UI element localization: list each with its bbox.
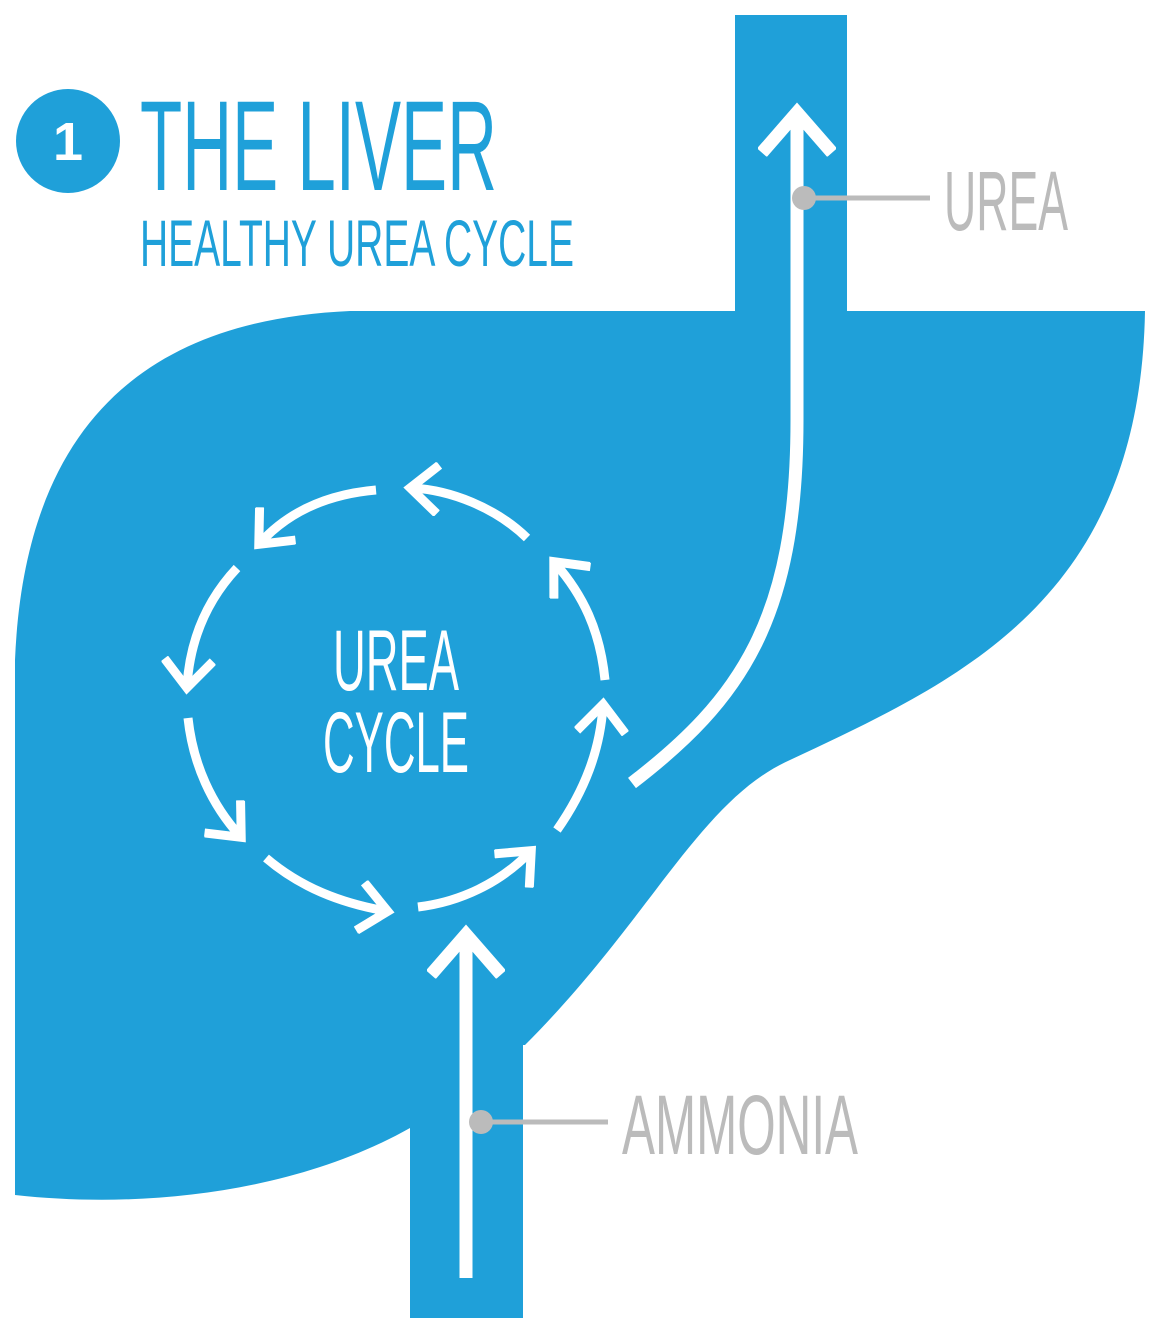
ammonia-label: AMMONIA [622,1078,858,1172]
cycle-arrow-left-lower [183,717,240,836]
cycle-label-line1: UREA [333,613,459,709]
cycle-label-line2: CYCLE [323,695,469,791]
urea-label: UREA [944,154,1068,248]
liver-shape [15,15,1145,1318]
ammonia-callout [469,1110,608,1134]
cycle-arrow-right-lower [553,706,603,833]
step-number: 1 [53,112,83,172]
step-badge [16,89,120,193]
urea-callout-dot [792,186,816,210]
ammonia-callout-dot [469,1110,493,1134]
urea-output-arrow [628,115,797,789]
cycle-arrow-left-upper [187,564,241,686]
cycle-arrow-right-upper [555,563,610,681]
cycle-arrow-bottom-left [263,854,386,911]
page-subtitle: HEALTHY UREA CYCLE [140,206,574,280]
urea-callout [792,186,930,210]
page-title: THE LIVER [140,75,497,218]
urea-cycle-ring [187,488,605,911]
cycle-arrow-bottom-right [417,852,530,912]
cycle-arrow-top-left [412,488,531,542]
cycle-arrow-top-center [260,485,377,543]
